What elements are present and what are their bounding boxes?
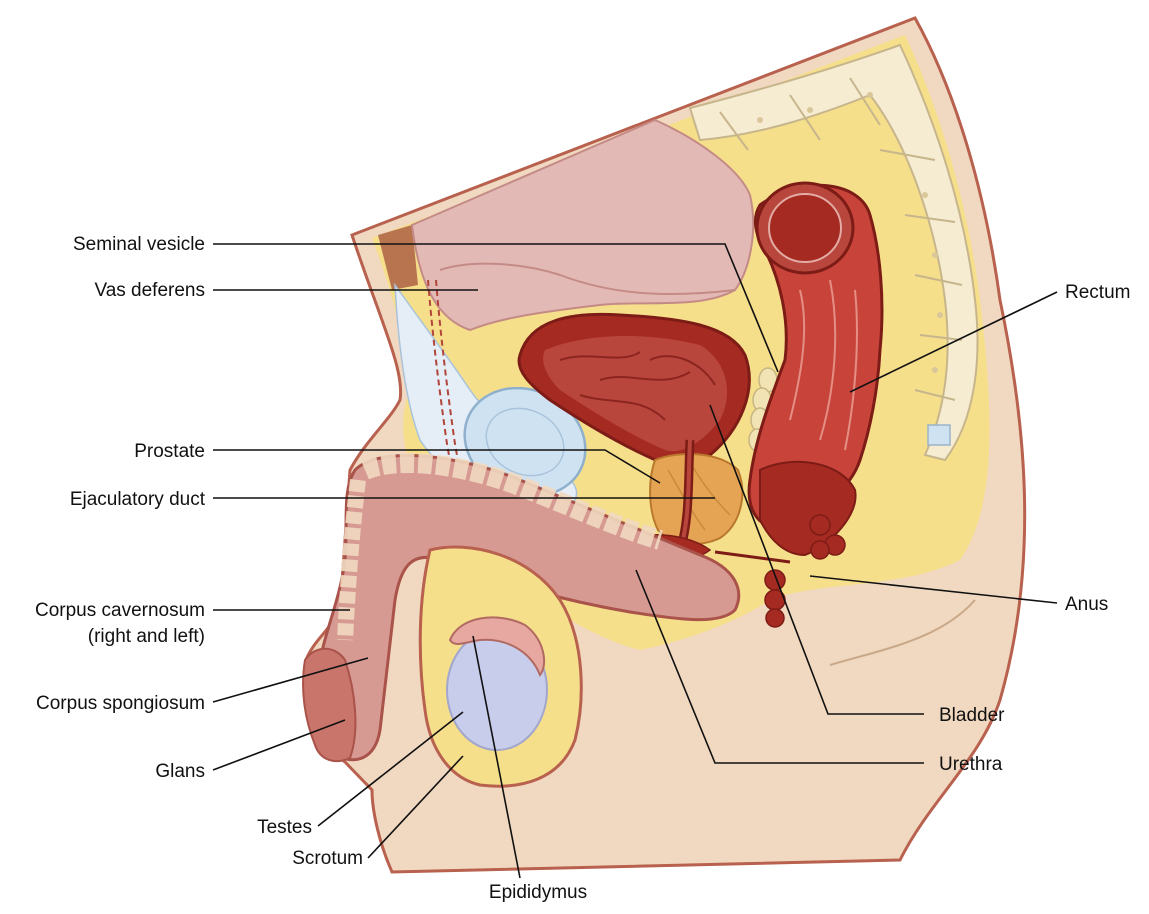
anatomy-illustration — [302, 16, 1027, 874]
label-anus: Anus — [1065, 594, 1108, 615]
label-corpus-cavernosum-line1: Corpus cavernosum — [35, 600, 205, 621]
label-seminal-vesicle: Seminal vesicle — [73, 234, 205, 255]
leader-epididymus — [472, 635, 521, 879]
sacrum-spine — [688, 43, 979, 462]
label-vas-deferens: Vas deferens — [94, 280, 205, 301]
label-ejaculatory-duct: Ejaculatory duct — [70, 489, 206, 510]
label-urethra: Urethra — [939, 754, 1003, 775]
leader-lines — [212, 243, 1058, 879]
labels: Seminal vesicle Vas deferens Prostate Ej… — [35, 234, 1131, 903]
peritoneal-region — [410, 118, 755, 332]
leader-rectum — [849, 291, 1058, 393]
label-rectum: Rectum — [1065, 282, 1130, 303]
leader-seminal-vesicle — [213, 243, 779, 373]
vas-deferens-dashed — [427, 279, 471, 521]
buttock-fold — [829, 599, 976, 666]
rectum — [747, 181, 884, 560]
leader-glans — [212, 719, 346, 771]
leader-corpus-spongiosum — [212, 657, 369, 703]
label-corpus-spongiosum: Corpus spongiosum — [36, 693, 205, 714]
label-glans: Glans — [155, 761, 205, 782]
label-scrotum: Scrotum — [292, 848, 363, 869]
leader-urethra — [635, 569, 924, 764]
scrotum — [418, 545, 583, 788]
epididymis — [448, 616, 546, 677]
label-corpus-cavernosum-line2: (right and left) — [88, 626, 205, 647]
leader-prostate — [213, 449, 661, 484]
label-prostate: Prostate — [134, 441, 205, 462]
leader-bladder — [709, 404, 924, 715]
leader-testes — [317, 711, 464, 827]
leader-scrotum — [367, 755, 464, 859]
label-epididymus: Epididymus — [489, 882, 587, 903]
label-testes: Testes — [257, 817, 312, 838]
pubic-muscle — [378, 225, 418, 290]
prostate — [649, 453, 744, 545]
label-bladder: Bladder — [939, 705, 1005, 726]
leader-anus — [809, 575, 1058, 604]
